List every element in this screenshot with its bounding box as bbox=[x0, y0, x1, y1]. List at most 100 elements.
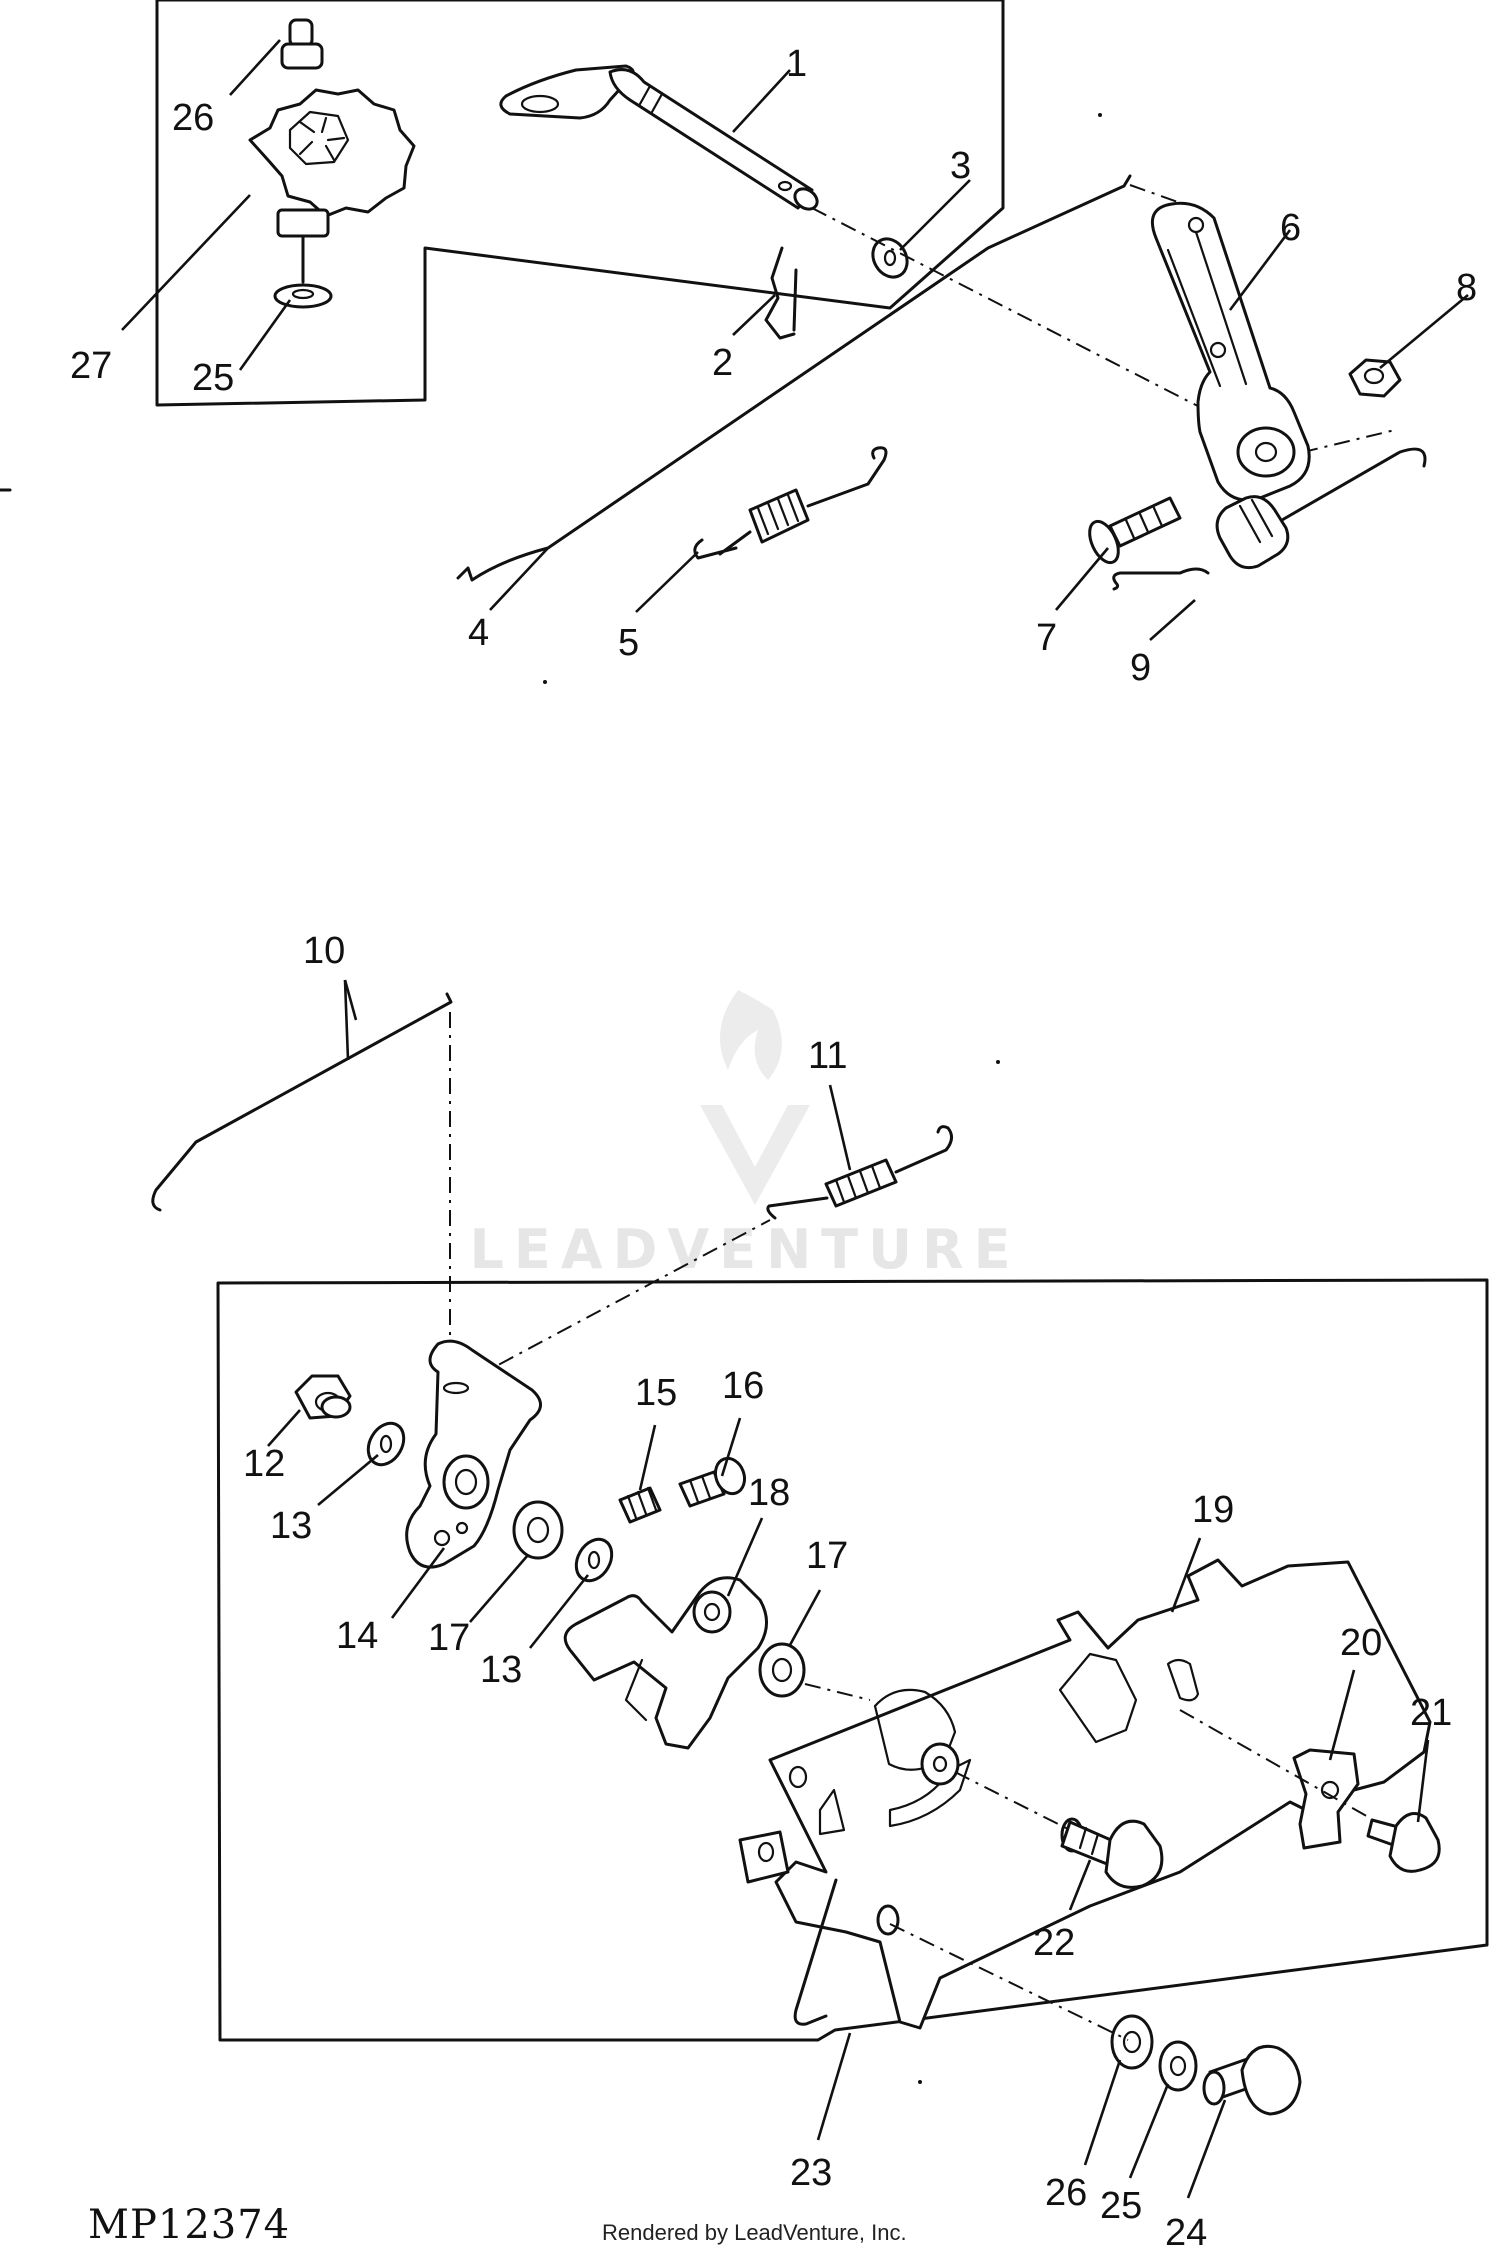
callout-16: 16 bbox=[722, 1365, 764, 1407]
part-4-rod bbox=[456, 174, 1132, 582]
callout-24: 24 bbox=[1165, 2212, 1207, 2254]
callout-18: 18 bbox=[748, 1472, 790, 1514]
part-9-spring bbox=[1112, 447, 1427, 591]
callout-14: 14 bbox=[336, 1615, 378, 1657]
callout-10: 10 bbox=[303, 930, 345, 972]
part-7-screw bbox=[1088, 496, 1182, 565]
callout-9: 9 bbox=[1130, 647, 1151, 689]
part-25-lock-washer bbox=[1158, 2040, 1198, 2092]
part-10-rod bbox=[151, 992, 453, 1212]
assembly-line-6 bbox=[804, 1683, 871, 1701]
callout-2: 2 bbox=[712, 342, 733, 384]
leader-22 bbox=[1068, 1859, 1092, 1911]
part-20-clamp bbox=[1292, 1748, 1360, 1850]
part-16-screw bbox=[678, 1456, 747, 1508]
callout-23: 23 bbox=[790, 2152, 832, 2194]
leader-25 bbox=[1128, 2083, 1170, 2179]
callout-3: 3 bbox=[950, 145, 971, 187]
part-13-washer-lower bbox=[574, 1537, 614, 1583]
leader-16 bbox=[720, 1417, 742, 1477]
dot-4 bbox=[918, 2080, 922, 2084]
leader-28 bbox=[229, 39, 281, 96]
leader-1 bbox=[732, 69, 791, 133]
leader-13a bbox=[317, 1454, 379, 1506]
callout-28: 26 bbox=[172, 97, 214, 139]
part-6-bracket bbox=[1151, 201, 1311, 502]
part-12-nut bbox=[294, 1374, 352, 1420]
callout-27: 25 bbox=[192, 357, 234, 399]
leader-19 bbox=[1170, 1537, 1202, 1613]
callout-7: 7 bbox=[1036, 617, 1057, 659]
callout-4: 4 bbox=[468, 612, 489, 654]
part-15-spring bbox=[618, 1486, 662, 1524]
leader-8 bbox=[1379, 293, 1469, 370]
leader-17b bbox=[788, 1589, 822, 1646]
callout-26: 26 bbox=[1045, 2172, 1087, 2214]
leader-14 bbox=[390, 1547, 446, 1619]
leader-23 bbox=[816, 2032, 852, 2141]
top-group-boundary bbox=[155, 0, 1005, 407]
assembly-line-7 bbox=[1179, 1709, 1371, 1819]
render-credit: Rendered by LeadVenture, Inc. bbox=[602, 2220, 907, 2245]
leader-10b bbox=[343, 979, 350, 1061]
part-17-spacer-left bbox=[512, 1500, 564, 1560]
assembly-line-5 bbox=[469, 1219, 771, 1381]
leader-24 bbox=[1186, 2099, 1227, 2199]
part-21-screw bbox=[1366, 1812, 1441, 1873]
part-24-bolt bbox=[1202, 2044, 1302, 2116]
part-18-bracket bbox=[563, 1576, 768, 1750]
callout-19: 19 bbox=[1192, 1489, 1234, 1531]
part-22-bolt bbox=[1060, 1817, 1164, 1889]
part-28-cap bbox=[280, 18, 324, 70]
callout-11: 11 bbox=[808, 1035, 847, 1077]
leader-4 bbox=[489, 547, 549, 611]
leader-7 bbox=[1055, 547, 1109, 611]
drawing-reference: MP12374 bbox=[88, 2202, 290, 2248]
callout-12: 12 bbox=[243, 1443, 285, 1485]
assembly-line-2 bbox=[1129, 184, 1201, 211]
callout-29: 27 bbox=[70, 345, 112, 387]
callout-22: 22 bbox=[1033, 1922, 1075, 1964]
assembly-line-3 bbox=[1269, 429, 1396, 461]
part-17-spacer-right bbox=[758, 1642, 806, 1698]
leader-26 bbox=[1083, 2059, 1122, 2166]
leader-3 bbox=[899, 179, 971, 251]
part-8-nut bbox=[1348, 358, 1402, 398]
part-3-washer bbox=[871, 237, 909, 279]
dot-2 bbox=[543, 680, 547, 684]
callout-25: 25 bbox=[1100, 2185, 1142, 2227]
leader-18 bbox=[726, 1517, 764, 1597]
leader-6 bbox=[1228, 229, 1292, 311]
callout-20: 20 bbox=[1340, 1622, 1382, 1664]
callout-1: 1 bbox=[786, 43, 807, 85]
leader-29 bbox=[121, 194, 251, 331]
leader-5 bbox=[635, 551, 699, 613]
part-14-throttle-arm bbox=[405, 1339, 542, 1569]
part-11-spring bbox=[766, 1125, 953, 1220]
leader-10 bbox=[343, 979, 358, 1021]
part-2-clip bbox=[764, 246, 798, 340]
watermark-text: LEADVENTURE bbox=[470, 1218, 1021, 1281]
leader-13b bbox=[528, 1574, 590, 1649]
dot-3 bbox=[996, 1060, 1000, 1064]
assembly-line-8 bbox=[954, 1771, 1071, 1831]
leader-2 bbox=[732, 294, 776, 336]
leader-17a bbox=[469, 1554, 529, 1623]
bottom-group-boundary bbox=[216, 1278, 1489, 2042]
callout-8: 8 bbox=[1456, 267, 1477, 309]
callout-5: 5 bbox=[618, 622, 639, 664]
assembly-line-9 bbox=[889, 1923, 1129, 2041]
leader-9 bbox=[1149, 599, 1196, 641]
part-29-knob bbox=[248, 88, 416, 284]
leader-11 bbox=[828, 1084, 852, 1171]
callout-13-lower: 13 bbox=[480, 1649, 522, 1691]
part-5-spring bbox=[693, 446, 888, 560]
callout-6: 6 bbox=[1280, 207, 1301, 249]
part-26-washer bbox=[1110, 2014, 1154, 2070]
leader-21 bbox=[1416, 1739, 1430, 1823]
watermark-logo-icon bbox=[700, 990, 810, 1205]
assembly-line-1 bbox=[811, 207, 1226, 421]
part-27-washer bbox=[273, 283, 333, 309]
callout-13-upper: 13 bbox=[270, 1505, 312, 1547]
